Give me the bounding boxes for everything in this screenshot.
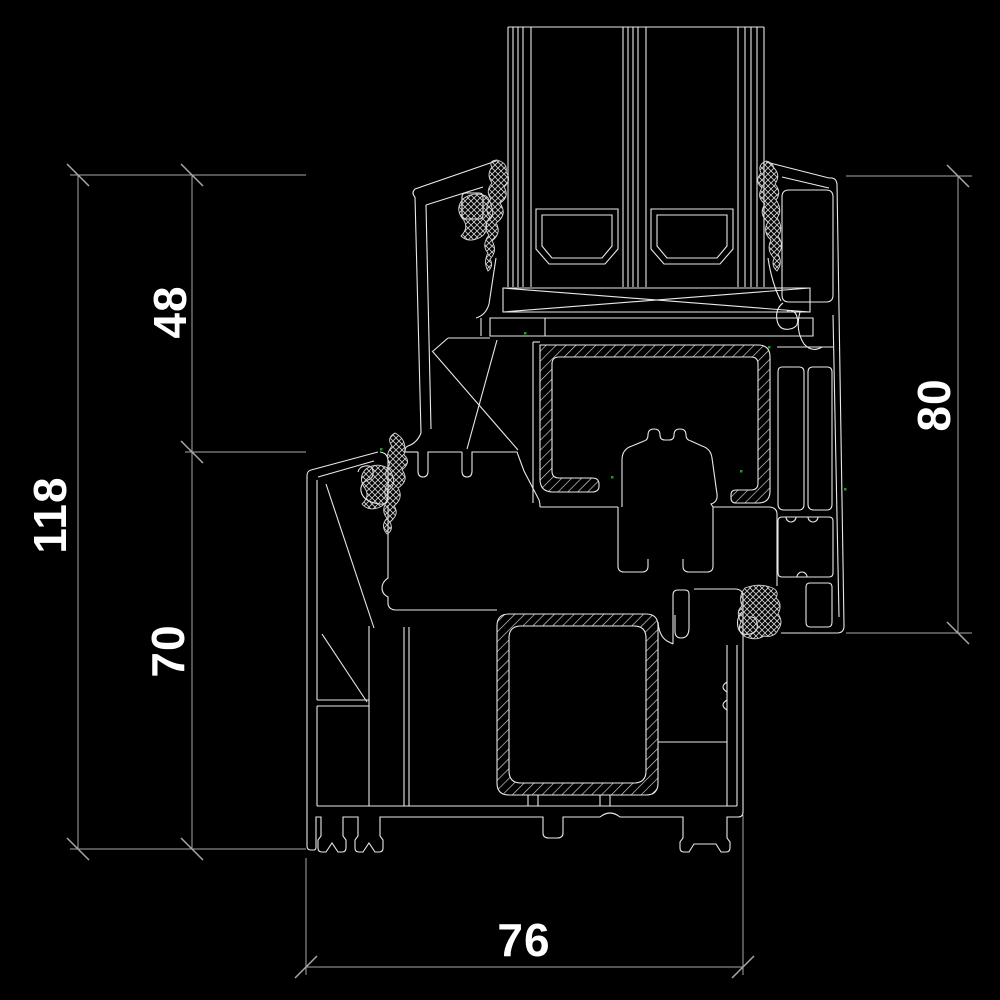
glazing-unit xyxy=(489,26,814,337)
glass-pane-middle xyxy=(622,27,647,287)
dim-label-48: 48 xyxy=(144,285,196,338)
dim-label-70: 70 xyxy=(142,624,194,677)
bead-clip-hook xyxy=(797,311,823,350)
drip-upstand xyxy=(672,589,690,644)
dim-label-80: 80 xyxy=(908,378,960,431)
glazing-gasket-right xyxy=(757,160,782,272)
glass-pane-right xyxy=(737,27,765,287)
center-seal xyxy=(383,432,408,535)
hardware-channel xyxy=(621,428,718,508)
snap-markers xyxy=(380,332,847,491)
steel-reinforcement xyxy=(496,344,771,806)
sash-profile xyxy=(404,160,845,634)
sash-chamber xyxy=(781,189,834,303)
dimension-lines xyxy=(66,163,972,979)
glazing-gasket-left xyxy=(484,159,509,272)
frame-profile xyxy=(306,451,758,853)
outer-seal xyxy=(737,584,782,640)
dim-label-118: 118 xyxy=(24,476,76,553)
dimension-labels: 118 48 70 80 76 xyxy=(24,285,960,966)
dim-label-76: 76 xyxy=(497,914,550,966)
gaskets xyxy=(361,159,782,640)
frame-steel-reinforcement xyxy=(496,613,659,796)
sash-steel-reinforcement xyxy=(539,344,771,504)
glazing-gasket-left-knot xyxy=(458,193,494,241)
setting-block xyxy=(489,287,814,337)
spacer-bar xyxy=(535,208,734,265)
bead-clip-hook xyxy=(776,302,799,330)
glass-pane-left xyxy=(507,27,532,287)
dim-ticks xyxy=(66,163,970,979)
frame-outline xyxy=(306,451,744,853)
center-seal-knot xyxy=(361,464,395,510)
